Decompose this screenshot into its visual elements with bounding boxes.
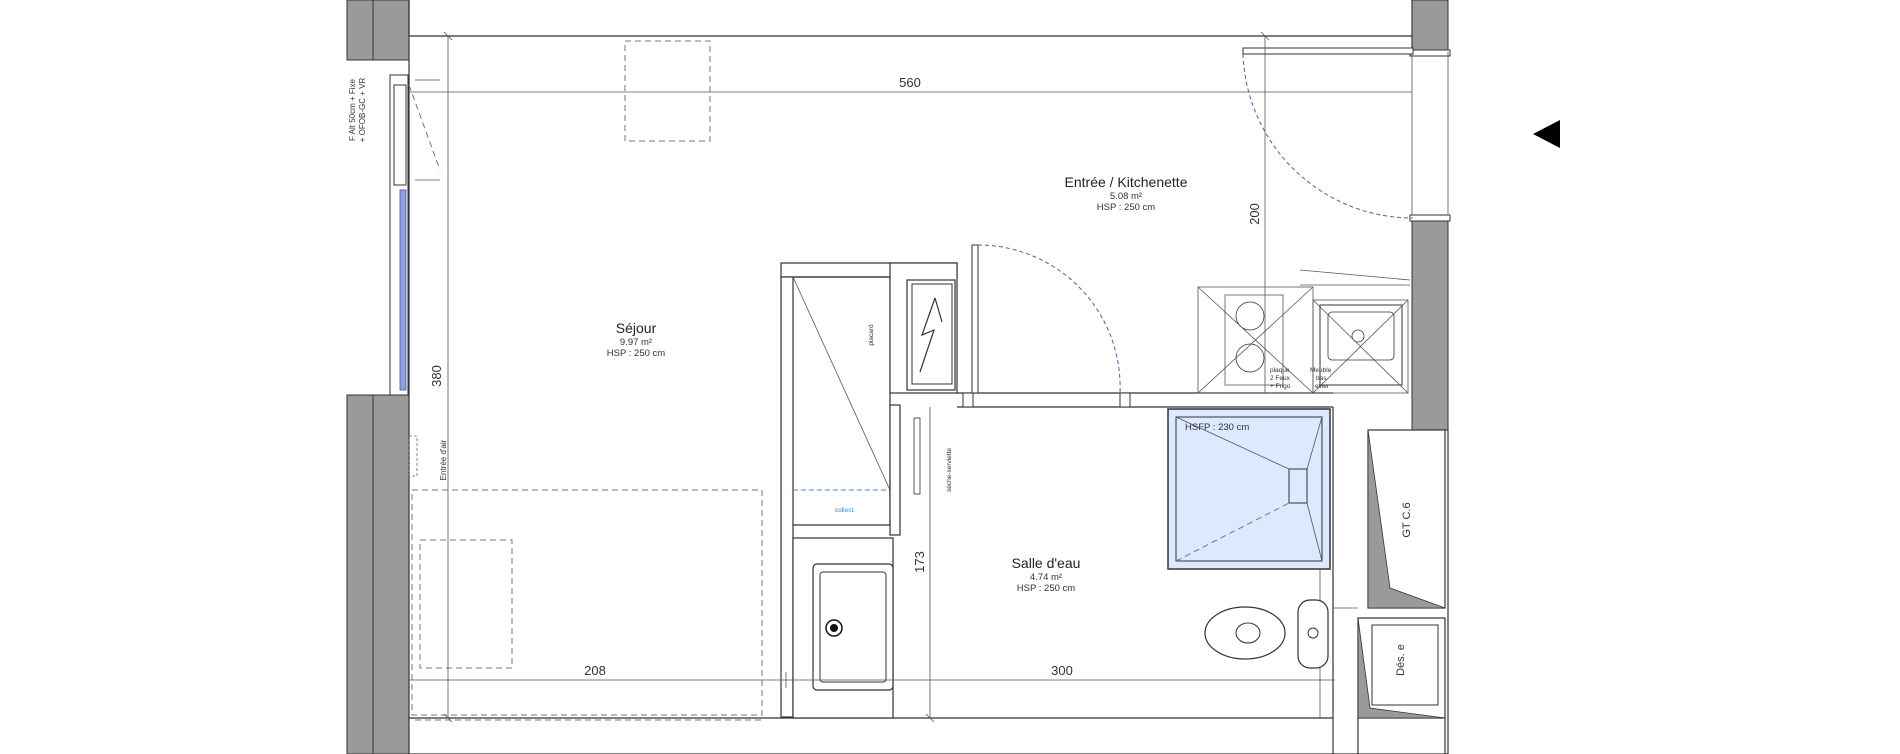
kitchenette — [1197, 269, 1411, 394]
cooktop-label-1: plaque — [1270, 367, 1290, 374]
cooktop-label-3: + Frigo — [1270, 383, 1291, 390]
entree-name: Entrée / Kitchenette — [1065, 174, 1188, 190]
top-wall — [408, 0, 1451, 57]
entree-hsp: HSP : 250 cm — [1097, 202, 1156, 213]
triangle-left-icon — [1533, 120, 1560, 148]
sejour-area: 9.97 m² — [620, 337, 652, 348]
seche-serviette-label: sèche-serviette — [946, 448, 953, 492]
left-exterior-wall — [346, 0, 441, 754]
gaine-technique-label: GT C.6 — [1401, 502, 1413, 537]
washbasin — [812, 563, 894, 691]
window-spec-line2: + OFOB-GC + VR — [358, 78, 367, 143]
shower-hsfp-label: HSFP : 230 cm — [1185, 422, 1249, 433]
dim-sejour-depth: 380 — [429, 365, 444, 387]
technical-shaft — [1333, 429, 1446, 719]
sejour-hsp: HSP : 250 cm — [607, 348, 666, 359]
furniture-outlines — [411, 40, 763, 721]
sejour-name: Séjour — [616, 320, 657, 336]
toilet — [1204, 599, 1329, 669]
entree-area: 5.08 m² — [1110, 191, 1142, 202]
bottom-wall — [409, 717, 1448, 754]
sink-label-3: evier — [1315, 383, 1330, 390]
drain-icon — [825, 619, 843, 637]
air-inlet-label: Entrée d'air — [439, 439, 448, 480]
placard-label: placard — [868, 324, 875, 346]
desenfumage-label: Dés. e — [1395, 644, 1407, 676]
salle-eau-hsp: HSP : 250 cm — [1017, 583, 1076, 594]
salle-eau-name: Salle d'eau — [1012, 555, 1081, 571]
lightning-icon — [911, 283, 953, 385]
bath-door — [971, 244, 1121, 394]
window-spec-line1: F Alt 50cm + Fixe — [348, 78, 357, 141]
sink-label-2: bas — [1316, 375, 1327, 382]
entry-door — [1242, 47, 1414, 219]
right-wall — [1409, 52, 1451, 754]
salle-eau-area: 4.74 m² — [1030, 572, 1062, 583]
cooktop-label-2: 2 Feux — [1270, 375, 1291, 382]
dim-entree-depth: 200 — [1247, 203, 1262, 225]
dim-top-width: 560 — [899, 75, 921, 90]
dim-bottom-right: 300 — [1051, 663, 1073, 678]
dimension-lines — [409, 31, 1412, 723]
dim-bottom-left: 208 — [584, 663, 606, 678]
dim-bath-depth: 173 — [912, 551, 927, 573]
shower — [1167, 408, 1331, 570]
collecteur-label: collect. — [835, 507, 855, 514]
sink-label-1: Meuble — [1310, 367, 1332, 374]
